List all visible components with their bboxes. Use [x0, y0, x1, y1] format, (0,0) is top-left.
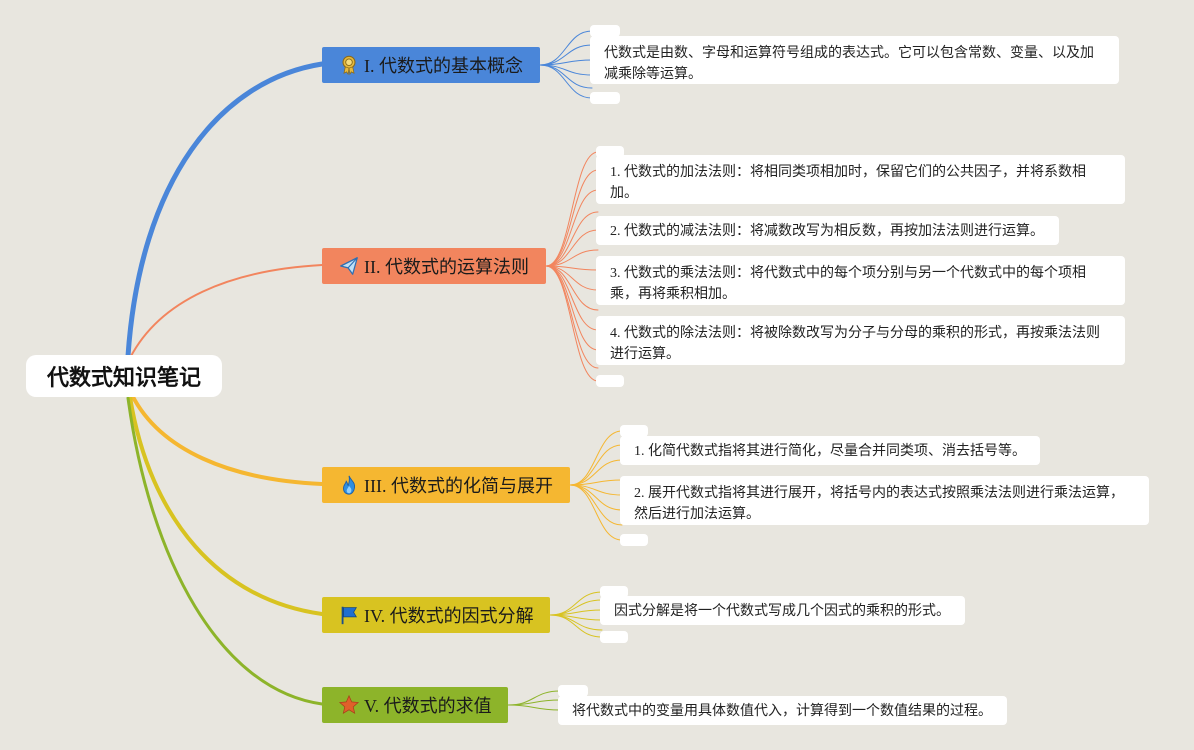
branch-factorization[interactable]: IV. 代数式的因式分解 — [322, 597, 550, 633]
note-stub — [558, 685, 588, 697]
note-text: 将代数式中的变量用具体数值代入，计算得到一个数值结果的过程。 — [572, 704, 992, 719]
star-icon — [338, 694, 360, 716]
note-expand[interactable]: 2. 展开代数式指将其进行展开，将括号内的表达式按照乘法法则进行乘法运算，然后进… — [620, 476, 1149, 525]
branch-label: III. 代数式的化简与展开 — [364, 476, 553, 496]
note-connector — [569, 484, 623, 526]
note-connector — [545, 249, 599, 267]
note-connector — [545, 265, 599, 351]
note-text: 2. 展开代数式指将其进行展开，将括号内的表达式按照乘法法则进行乘法运算，然后进… — [634, 486, 1124, 522]
note-connector — [549, 609, 603, 616]
root-node[interactable]: 代数式知识笔记 — [26, 355, 222, 397]
note-connector — [549, 599, 603, 616]
note-connector — [507, 699, 561, 706]
note-text: 代数式是由数、字母和运算符号组成的表达式。它可以包含常数、变量、以及加减乘除等运… — [604, 46, 1094, 82]
branch-label: V. 代数式的求值 — [364, 696, 492, 716]
note-connector — [569, 484, 623, 511]
note-stub — [590, 92, 620, 104]
note-connector — [545, 265, 599, 271]
root-branch-connector — [128, 395, 324, 616]
flame-icon — [338, 474, 360, 496]
note-evaluation[interactable]: 将代数式中的变量用具体数值代入，计算得到一个数值结果的过程。 — [558, 696, 1007, 725]
branch-label: II. 代数式的运算法则 — [364, 257, 529, 277]
note-stub — [590, 25, 620, 37]
note-connector — [569, 484, 623, 496]
note-connector — [539, 59, 593, 66]
note-connector — [569, 479, 623, 486]
note-connector — [569, 484, 623, 541]
note-connector — [545, 265, 599, 311]
award-ribbon-icon — [338, 54, 360, 76]
note-text: 因式分解是将一个代数式写成几个因式的乘积的形式。 — [614, 604, 950, 619]
paper-plane-icon — [338, 255, 360, 277]
note-connector — [539, 64, 593, 76]
note-connector — [545, 189, 599, 267]
note-stub — [600, 586, 628, 598]
note-text: 3. 代数式的乘法法则：将代数式中的每个项分别与另一个代数式中的每个项相乘，再将… — [610, 266, 1086, 302]
note-connector — [539, 44, 593, 66]
flag-icon — [338, 604, 360, 626]
note-connector — [507, 704, 561, 711]
note-connector — [539, 64, 593, 89]
note-connector — [545, 265, 599, 291]
note-connector — [545, 265, 599, 331]
note-stub — [620, 534, 648, 546]
note-connector — [507, 690, 561, 706]
root-branch-connector — [129, 264, 323, 359]
branch-basic-concept[interactable]: I. 代数式的基本概念 — [322, 47, 540, 83]
root-title: 代数式知识笔记 — [46, 366, 201, 391]
root-branch-connector — [126, 396, 324, 706]
note-connector — [545, 265, 599, 369]
note-connector — [545, 169, 599, 267]
branch-operation-rules[interactable]: II. 代数式的运算法则 — [322, 248, 546, 284]
note-text: 2. 代数式的减法法则：将减数改写为相反数，再按加法法则进行运算。 — [610, 224, 1044, 239]
note-text: 1. 代数式的加法法则：将相同类项相加时，保留它们的公共因子，并将系数相加。 — [610, 165, 1086, 201]
note-connector — [569, 444, 623, 486]
note-connector — [549, 591, 603, 616]
note-multiplication-rule[interactable]: 3. 代数式的乘法法则：将代数式中的每个项分别与另一个代数式中的每个项相乘，再将… — [596, 256, 1125, 305]
note-stub — [620, 425, 648, 437]
note-text: 1. 化简代数式指将其进行简化，尽量合并同类项、消去括号等。 — [634, 444, 1026, 459]
note-stub — [596, 375, 624, 387]
note-division-rule[interactable]: 4. 代数式的除法法则：将被除数改写为分子与分母的乘积的形式，再按乘法法则进行运… — [596, 316, 1125, 365]
note-connector — [539, 64, 593, 99]
note-connector — [569, 459, 623, 486]
note-addition-rule[interactable]: 1. 代数式的加法法则：将相同类项相加时，保留它们的公共因子，并将系数相加。 — [596, 155, 1125, 204]
branch-simplify-expand[interactable]: III. 代数式的化简与展开 — [322, 467, 570, 503]
note-stub — [600, 631, 628, 643]
branch-evaluation[interactable]: V. 代数式的求值 — [322, 687, 508, 723]
note-text: 4. 代数式的除法法则：将被除数改写为分子与分母的乘积的形式，再按乘法法则进行运… — [610, 326, 1100, 362]
note-factorization[interactable]: 因式分解是将一个代数式写成几个因式的乘积的形式。 — [600, 596, 965, 625]
note-connector — [549, 614, 603, 638]
note-basic-concept[interactable]: 代数式是由数、字母和运算符号组成的表达式。它可以包含常数、变量、以及加减乘除等运… — [590, 36, 1119, 84]
note-connector — [545, 211, 599, 267]
note-connector — [539, 30, 593, 66]
note-connector — [545, 151, 599, 267]
note-connector — [569, 430, 623, 486]
note-connector — [549, 614, 603, 631]
note-connector — [545, 229, 599, 267]
note-connector — [545, 265, 599, 382]
note-connector — [549, 614, 603, 621]
branch-label: IV. 代数式的因式分解 — [364, 606, 534, 626]
root-branch-connector — [130, 393, 324, 486]
note-simplify[interactable]: 1. 化简代数式指将其进行简化，尽量合并同类项、消去括号等。 — [620, 436, 1040, 465]
note-subtraction-rule[interactable]: 2. 代数式的减法法则：将减数改写为相反数，再按加法法则进行运算。 — [596, 216, 1059, 245]
branch-label: I. 代数式的基本概念 — [364, 56, 523, 76]
root-branch-connector — [125, 61, 325, 359]
